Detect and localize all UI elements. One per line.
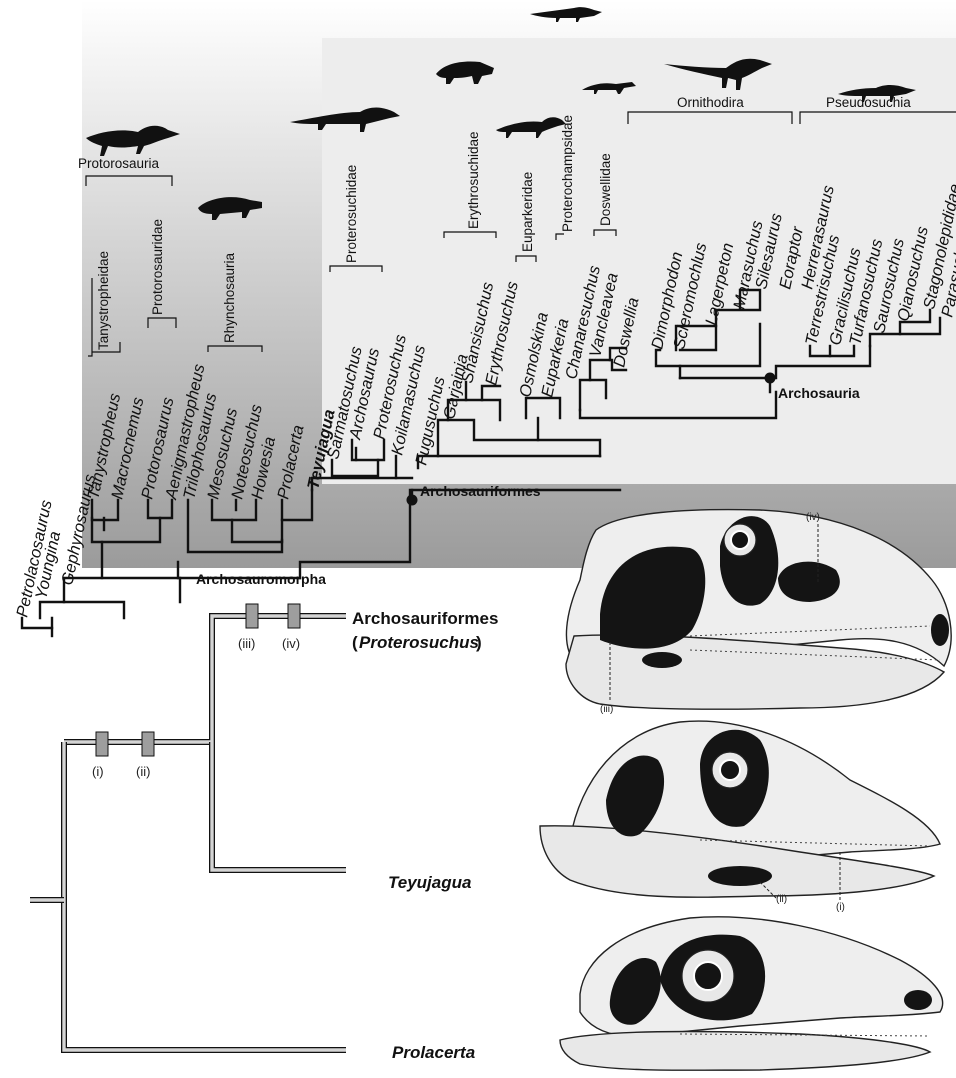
label-paren-open: ( — [352, 633, 358, 652]
group-protorosauria: Protorosauria — [78, 156, 160, 171]
character-i: (i) — [92, 764, 104, 779]
label-paren-close: ) — [476, 633, 482, 652]
group-proterochampsidae: Proterochampsidae — [560, 115, 575, 232]
skull-prolacerta — [560, 917, 943, 1070]
group-protorosauridae: Protorosauridae — [150, 219, 165, 315]
label-proterosuchus: Proterosuchus — [359, 633, 479, 652]
skull-label-iv: (iv) — [806, 512, 820, 523]
skull-label-i: (i) — [836, 902, 845, 913]
group-doswellidae: Doswellidae — [598, 153, 613, 226]
node-archosauria-label: Archosauria — [778, 385, 860, 401]
group-erythrosuchidae: Erythrosuchidae — [466, 131, 481, 229]
group-ornithodira: Ornithodira — [677, 95, 744, 110]
label-prolacerta: Prolacerta — [392, 1043, 475, 1062]
skull-teyujagua — [540, 721, 940, 900]
archosauria-node-dot — [765, 373, 776, 384]
character-ii: (ii) — [136, 764, 150, 779]
group-pseudosuchia: Pseudosuchia — [826, 95, 911, 110]
group-euparkeridae: Euparkeridae — [520, 172, 535, 252]
group-rhynchosauria: Rhynchosauria — [222, 252, 237, 343]
group-tanystropheidae: Tanystropheidae — [96, 251, 111, 350]
group-proterosuchidae: Proterosuchidae — [344, 165, 359, 263]
skull-label-iii: (iii) — [600, 704, 613, 715]
node-archosauromorpha-label: Archosauromorpha — [196, 571, 326, 587]
skull-label-ii: (ii) — [776, 894, 787, 905]
character-iii: (iii) — [238, 636, 255, 651]
lower-tree: (i) (ii) (iii) (iv) Archosauriformes ( P… — [30, 604, 498, 1062]
label-archosauriformes: Archosauriformes — [352, 609, 498, 628]
node-archosauriformes-label: Archosauriformes — [420, 483, 541, 499]
character-iv: (iv) — [282, 636, 300, 651]
label-teyujagua: Teyujagua — [388, 873, 471, 892]
